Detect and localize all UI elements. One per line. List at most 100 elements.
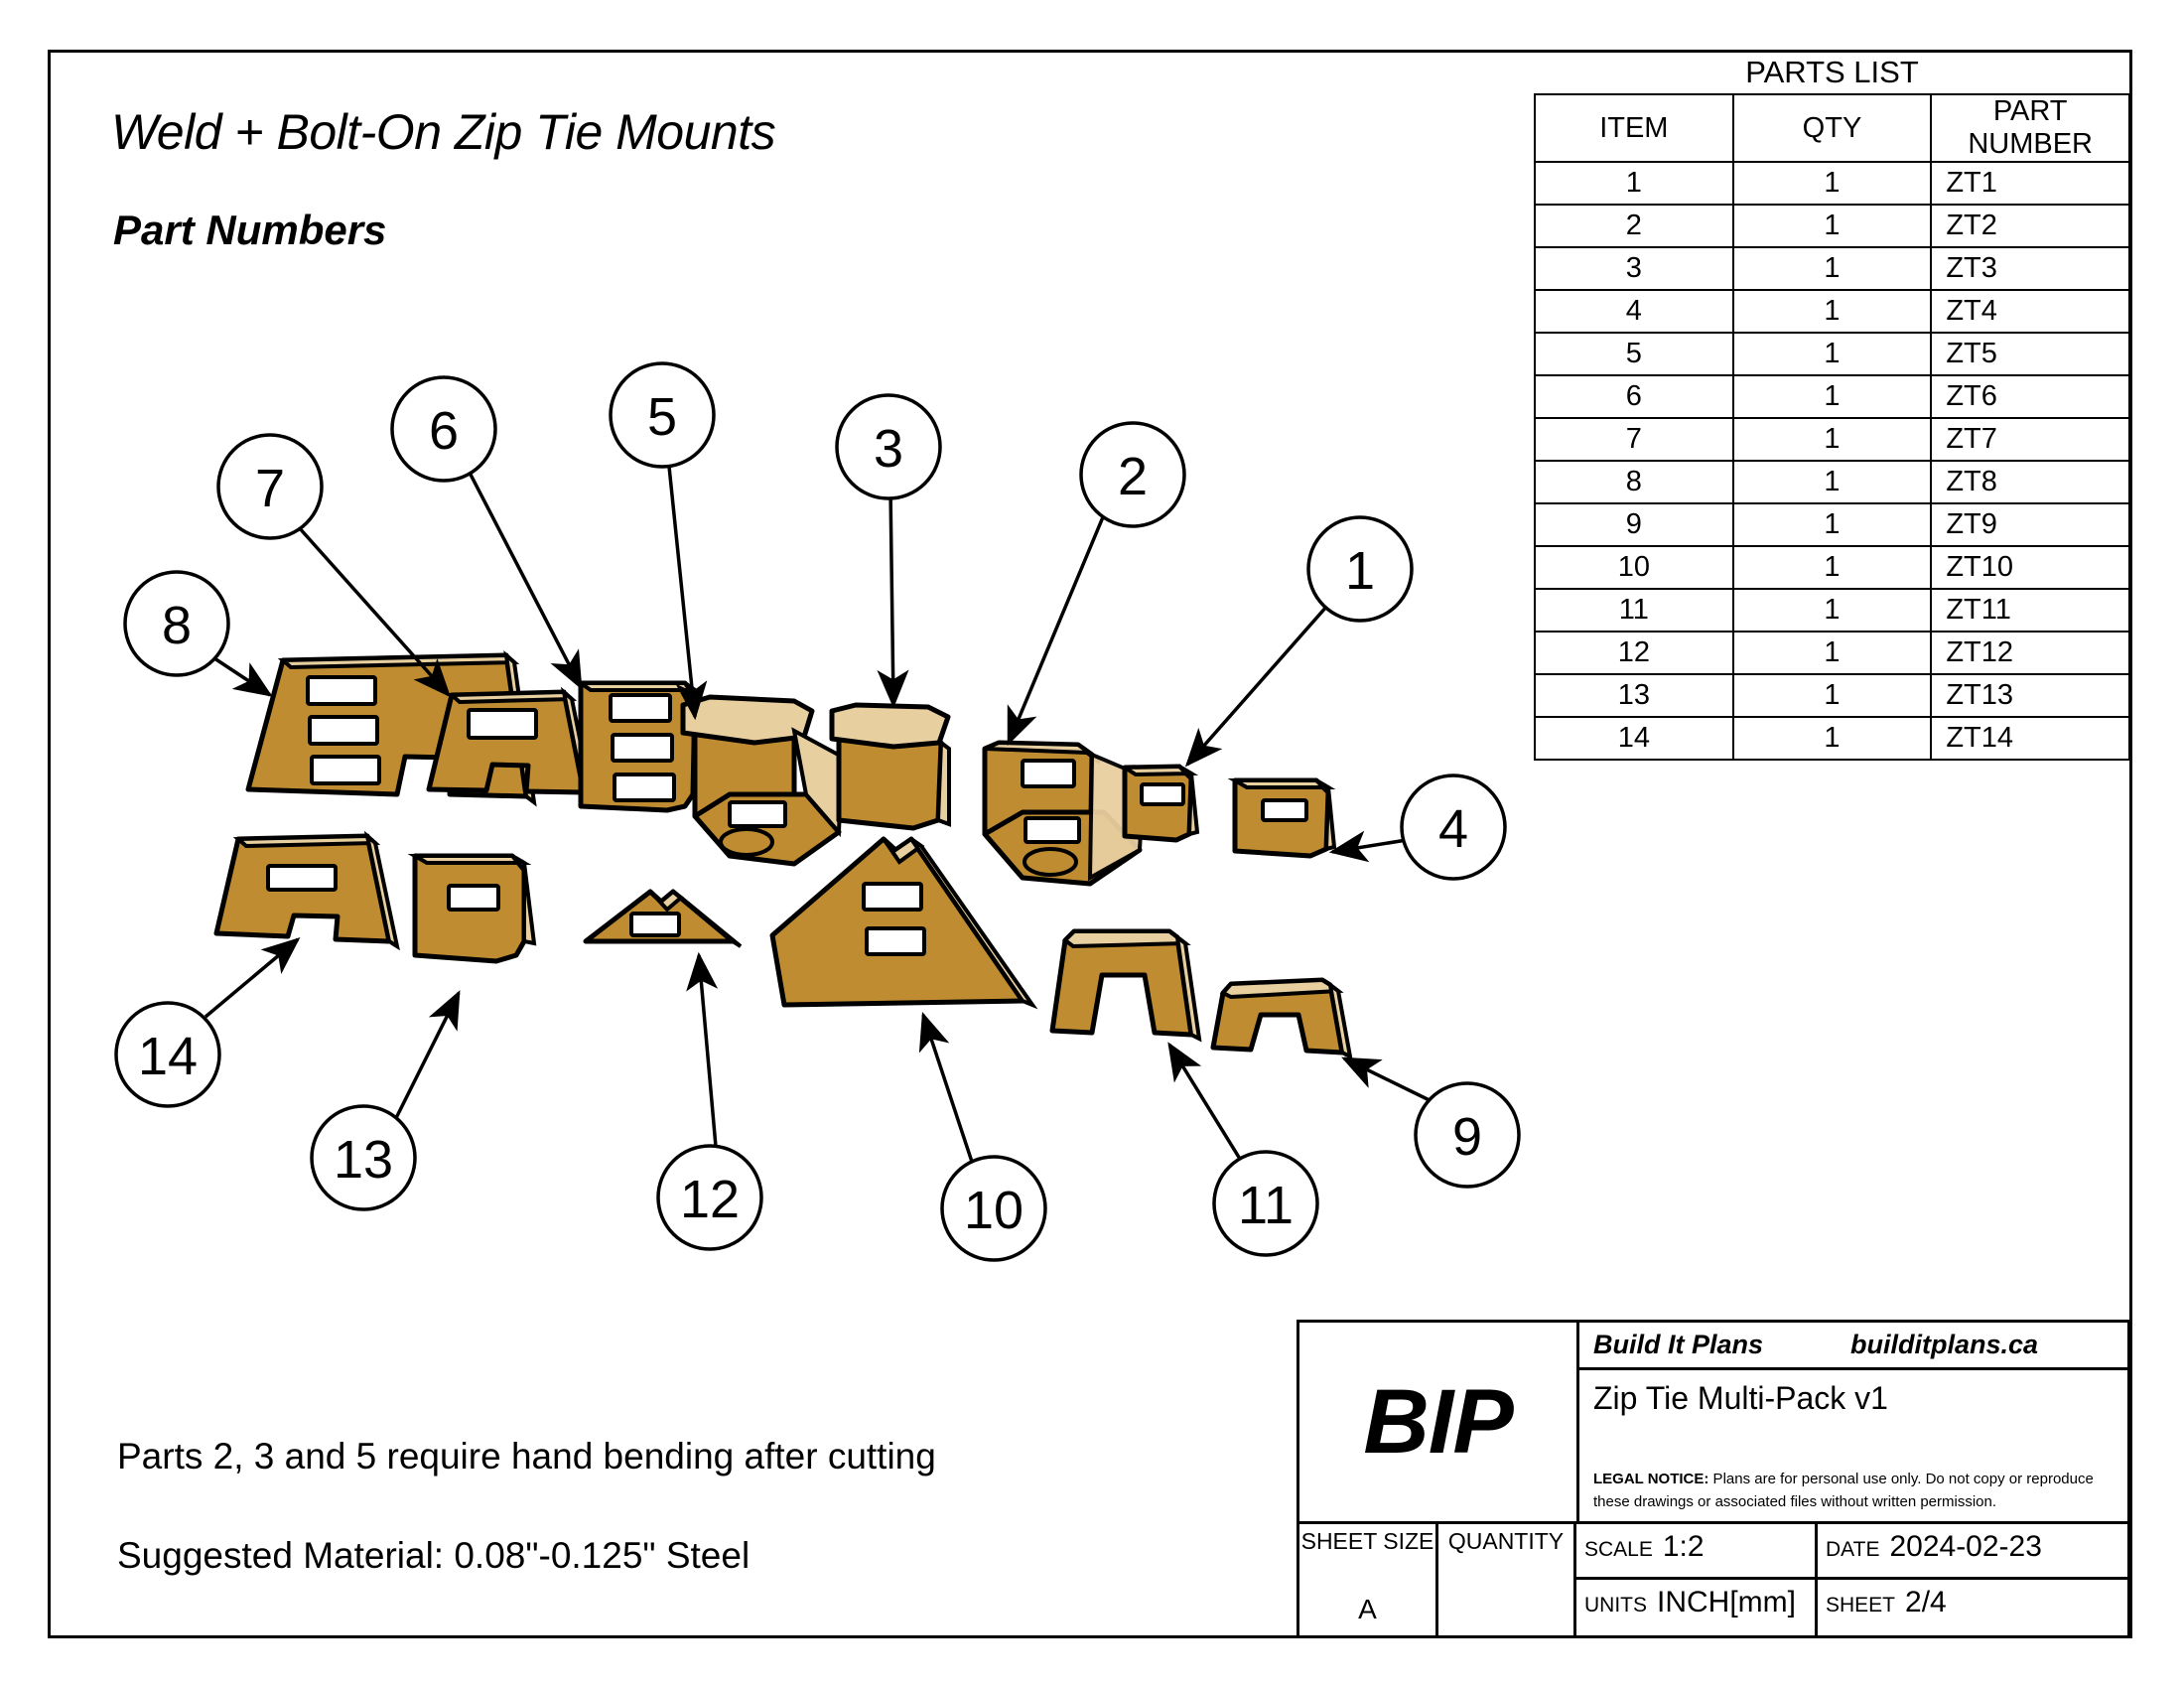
cell-qty: 1	[1731, 460, 1933, 504]
cell-qty: 1	[1731, 289, 1933, 334]
cell-part_number: ZT14	[1930, 716, 2130, 761]
brand-row: Build It Plans builditplans.ca	[1579, 1323, 2127, 1370]
legal-notice: LEGAL NOTICE: Plans are for personal use…	[1593, 1469, 2117, 1513]
cell-item: 8	[1534, 460, 1734, 504]
company-name: Build It Plans	[1593, 1330, 1764, 1359]
sheet-value: 2/4	[1905, 1586, 1947, 1618]
scale-units-cell: SCALE 1:2 UNITS INCH[mm]	[1576, 1524, 1818, 1635]
cell-item: 10	[1534, 545, 1734, 590]
parts-list-title-row: PARTS LIST	[1535, 52, 2129, 95]
cell-item: 6	[1534, 374, 1734, 419]
cell-part_number: ZT9	[1930, 502, 2130, 547]
date-label: DATE	[1826, 1538, 1880, 1561]
cell-qty: 1	[1731, 332, 1933, 376]
project-name: Zip Tie Multi-Pack v1	[1593, 1380, 1888, 1416]
cell-part_number: ZT11	[1930, 588, 2130, 633]
page-subtitle: Part Numbers	[113, 207, 387, 253]
cell-part_number: ZT12	[1930, 631, 2130, 675]
cell-qty: 1	[1731, 545, 1933, 590]
cell-item: 11	[1534, 588, 1734, 633]
cell-part_number: ZT2	[1930, 204, 2130, 248]
cell-item: 1	[1534, 161, 1734, 206]
note-material: Suggested Material: 0.08"-0.125" Steel	[117, 1535, 751, 1576]
cell-part_number: ZT4	[1930, 289, 2130, 334]
cell-qty: 1	[1731, 204, 1933, 248]
cell-item: 9	[1534, 502, 1734, 547]
title-block: BIP Build It Plans builditplans.ca Zip T…	[1297, 1320, 2130, 1638]
header-part-number: PART NUMBER	[1930, 93, 2130, 163]
date-sheet-cell: DATE 2024-02-23 SHEET 2/4	[1818, 1524, 2127, 1635]
cell-item: 3	[1534, 246, 1734, 291]
cell-part_number: ZT10	[1930, 545, 2130, 590]
sheet-row: SHEET 2/4	[1818, 1580, 2127, 1635]
logo-cell: BIP	[1299, 1323, 1579, 1521]
cell-item: 2	[1534, 204, 1734, 248]
sheet-size-label: SHEET SIZE	[1300, 1528, 1434, 1554]
date-value: 2024-02-23	[1889, 1530, 2042, 1563]
cell-part_number: ZT1	[1930, 161, 2130, 206]
units-label: UNITS	[1584, 1594, 1647, 1617]
legal-notice-label: LEGAL NOTICE:	[1593, 1471, 1709, 1487]
header-qty: QTY	[1731, 93, 1933, 163]
cell-qty: 1	[1731, 161, 1933, 206]
scale-row: SCALE 1:2	[1576, 1524, 1815, 1580]
cell-qty: 1	[1731, 246, 1933, 291]
page-title: Weld + Bolt-On Zip Tie Mounts	[111, 104, 776, 160]
cell-part_number: ZT5	[1930, 332, 2130, 376]
sheet-size-cell: SHEET SIZE A	[1299, 1524, 1438, 1635]
cell-item: 5	[1534, 332, 1734, 376]
company-website[interactable]: builditplans.ca	[1850, 1330, 2039, 1359]
cell-qty: 1	[1731, 502, 1933, 547]
project-cell: Zip Tie Multi-Pack v1 LEGAL NOTICE: Plan…	[1579, 1370, 2127, 1521]
cell-qty: 1	[1731, 588, 1933, 633]
cell-part_number: ZT3	[1930, 246, 2130, 291]
cell-item: 4	[1534, 289, 1734, 334]
cell-item: 12	[1534, 631, 1734, 675]
note-bending: Parts 2, 3 and 5 require hand bending af…	[117, 1436, 936, 1477]
title-block-right: Build It Plans builditplans.ca Zip Tie M…	[1579, 1323, 2127, 1521]
quantity-label: QUANTITY	[1447, 1528, 1565, 1554]
scale-label: SCALE	[1584, 1538, 1653, 1561]
sheet-border	[48, 50, 2132, 1638]
bip-logo: BIP	[1363, 1370, 1513, 1473]
parts-list-title: PARTS LIST	[1535, 52, 2129, 95]
cell-part_number: ZT13	[1930, 673, 2130, 718]
cell-part_number: ZT6	[1930, 374, 2130, 419]
cell-qty: 1	[1731, 417, 1933, 462]
sheet-size-value: A	[1358, 1594, 1377, 1624]
cell-item: 14	[1534, 716, 1734, 761]
title-block-lower: SHEET SIZE A QUANTITY SCALE 1:2 UNITS IN…	[1299, 1521, 2127, 1635]
cell-item: 7	[1534, 417, 1734, 462]
header-item: ITEM	[1534, 93, 1734, 163]
cell-part_number: ZT8	[1930, 460, 2130, 504]
cell-item: 13	[1534, 673, 1734, 718]
scale-value: 1:2	[1662, 1530, 1705, 1563]
quantity-cell: QUANTITY	[1438, 1524, 1576, 1635]
units-value: INCH[mm]	[1657, 1586, 1796, 1618]
cell-qty: 1	[1731, 673, 1933, 718]
date-row: DATE 2024-02-23	[1818, 1524, 2127, 1580]
cell-qty: 1	[1731, 374, 1933, 419]
cell-qty: 1	[1731, 716, 1933, 761]
cell-part_number: ZT7	[1930, 417, 2130, 462]
units-row: UNITS INCH[mm]	[1576, 1580, 1815, 1635]
parts-list-header-row: ITEM QTY PART NUMBER	[1534, 93, 2130, 163]
cell-qty: 1	[1731, 631, 1933, 675]
title-block-upper: BIP Build It Plans builditplans.ca Zip T…	[1299, 1323, 2127, 1521]
